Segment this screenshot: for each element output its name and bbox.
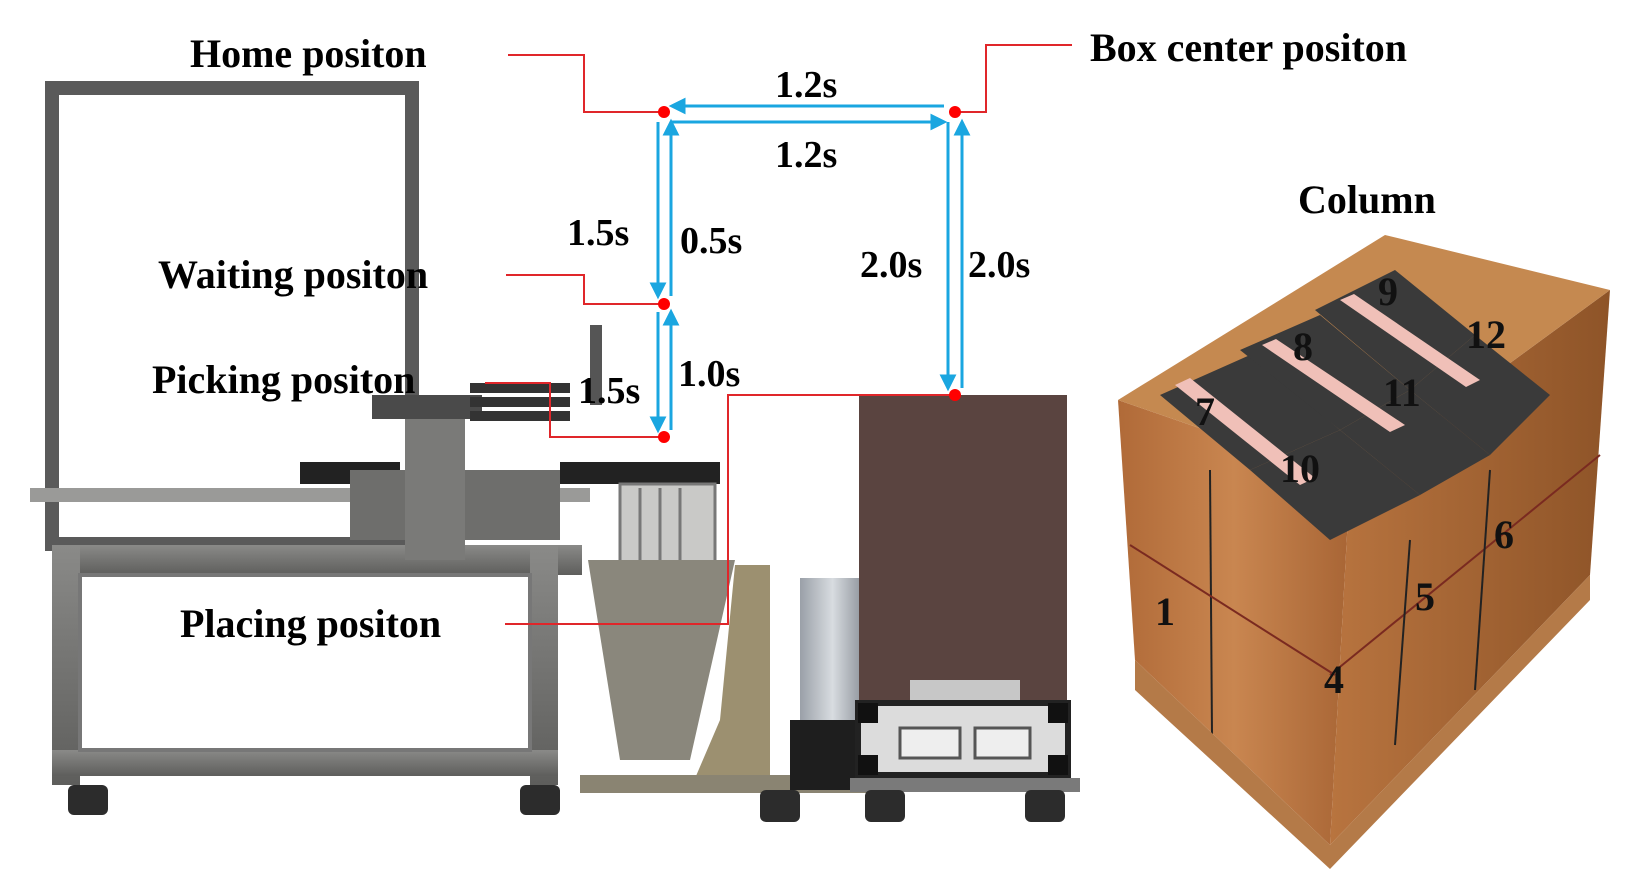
picking-leader-line [485,382,663,438]
box-number-1: 1 [1155,589,1175,634]
box-center-position-label: Box center positon [1090,25,1408,70]
box-number-5: 5 [1415,574,1435,619]
machine-frame [30,81,880,815]
placing-point [949,389,961,401]
waiting-leader-line [506,274,663,305]
box-number-11: 11 [1383,370,1421,415]
box-number-6: 6 [1494,512,1514,557]
time-arrows [649,97,971,434]
picking-position-label: Picking positon [152,357,416,402]
box-number-9: 9 [1378,269,1398,314]
drum-unit [790,578,870,790]
box-cart [760,395,1080,822]
box-center-point [949,106,961,118]
home-leader-line [508,54,663,113]
waiting-position-label: Waiting positon [158,252,429,297]
box-numbers: 1 4 5 6 7 8 9 10 11 12 [1155,269,1514,702]
carton-stack [1118,235,1610,869]
leader-lines [485,44,1072,625]
time-box-to-home: 1.2s [775,134,838,176]
time-waiting-to-home: 0.5s [680,220,743,262]
picking-point [658,431,670,443]
box-number-4: 4 [1324,657,1344,702]
placing-position-label: Placing positon [180,601,442,646]
time-home-to-waiting: 1.5s [567,212,630,254]
box-number-7: 7 [1195,389,1215,434]
home-point [658,106,670,118]
box-number-8: 8 [1293,324,1313,369]
placing-leader-line [505,394,953,625]
box-number-12: 12 [1466,312,1506,357]
position-points [658,106,961,443]
time-waiting-to-picking: 1.5s [578,370,641,412]
home-position-label: Home positon [190,31,427,76]
time-box-to-placing: 2.0s [860,244,923,286]
time-placing-to-box: 2.0s [968,244,1031,286]
waiting-point [658,298,670,310]
time-picking-to-waiting: 1.0s [678,353,741,395]
time-home-to-box: 1.2s [775,64,838,106]
column-label: Column [1298,177,1436,222]
box-center-leader-line [953,44,1072,113]
box-number-10: 10 [1280,446,1320,491]
